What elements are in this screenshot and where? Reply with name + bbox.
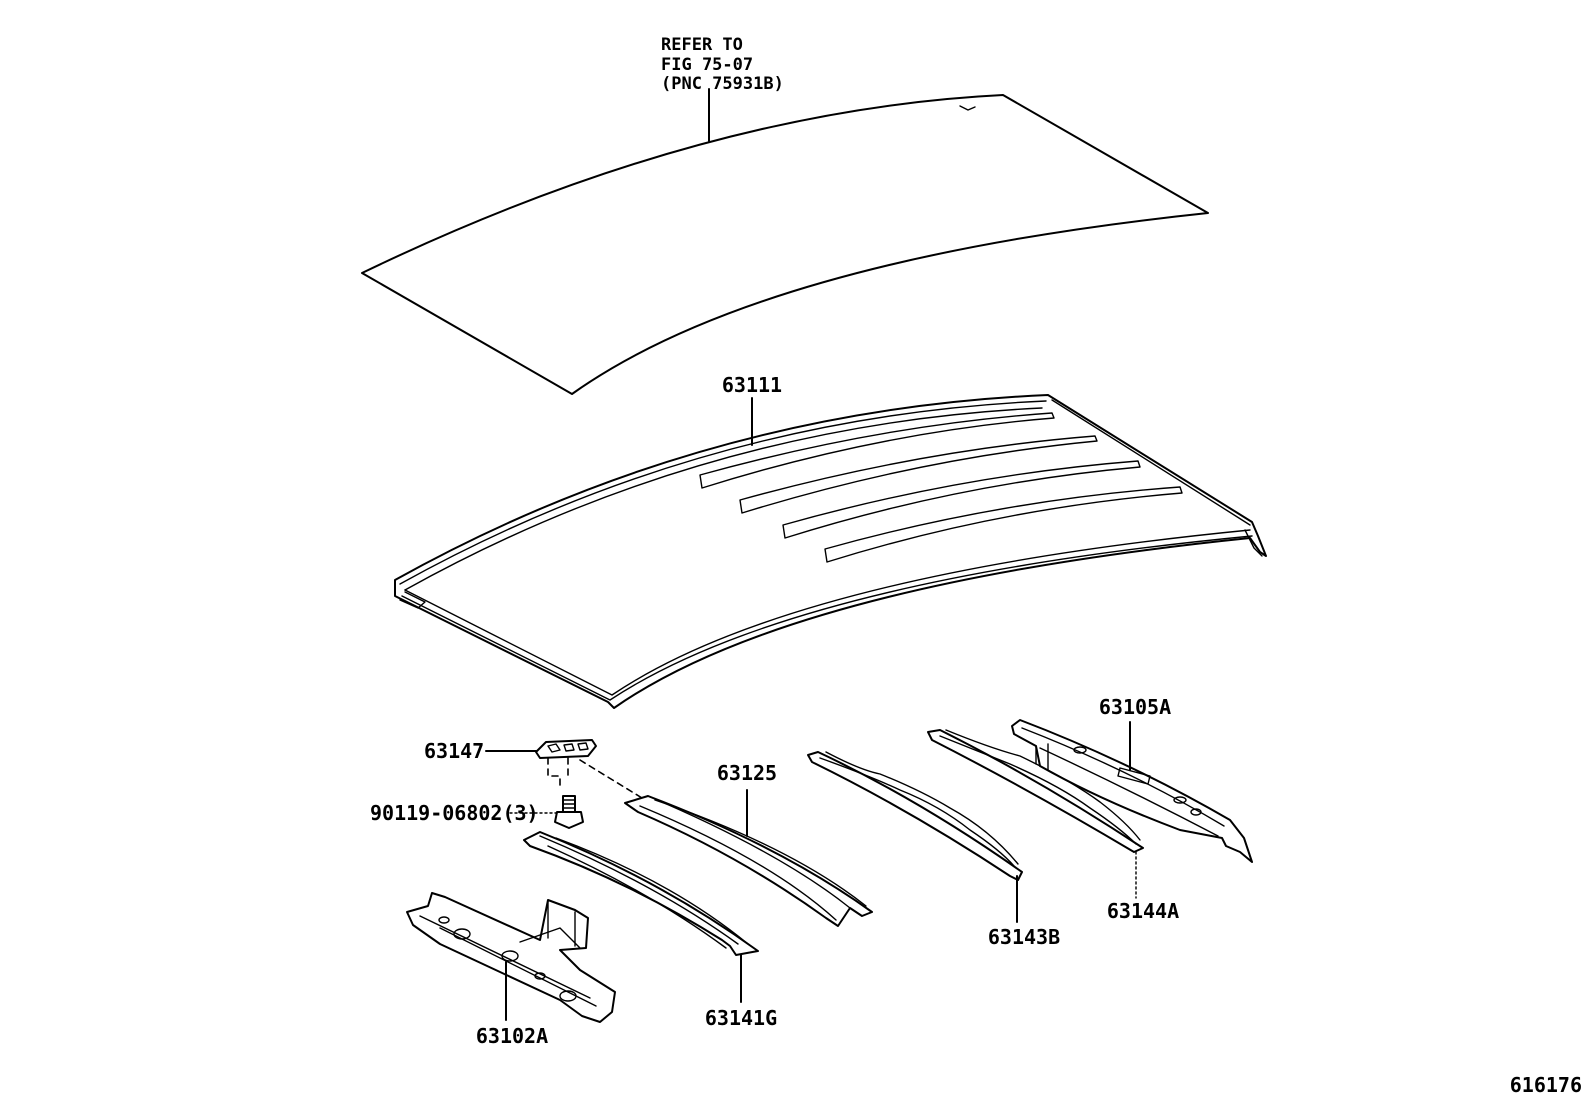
rear-roof-rail (1011, 719, 1253, 863)
bracket-alignment-line-3 (579, 759, 643, 799)
bolt-part (554, 795, 584, 829)
bracket-part (535, 739, 597, 759)
bow-63125-label: 63125 (717, 761, 777, 785)
reference-note-line2: FIG 75-07 (661, 55, 753, 75)
roof-bow-63125 (624, 795, 873, 927)
rear-rail-label: 63105A (1099, 695, 1171, 719)
roof-panel-label: 63111 (722, 373, 782, 397)
bracket-label: 63147 (424, 739, 484, 763)
bracket-alignment-line-1 (547, 757, 561, 791)
reference-note: REFER TO FIG 75-07 (PNC 75931B) (661, 35, 784, 94)
figure-number: 616176 (1510, 1073, 1582, 1097)
reinforcement-63141g (523, 831, 759, 956)
bow-63144a-label: 63144A (1107, 899, 1179, 923)
bow-63143b-label: 63143B (988, 925, 1060, 949)
reinforcement-63141g-label: 63141G (705, 1006, 777, 1030)
roof-panel (394, 394, 1267, 709)
front-roof-rail (406, 892, 616, 1023)
bolt-label: 90119-06802(3) (370, 801, 539, 825)
headliner-outline (361, 94, 1209, 395)
front-rail-label: 63102A (476, 1024, 548, 1048)
reference-note-line1: REFER TO (661, 35, 743, 55)
reference-note-line3: (PNC 75931B) (661, 74, 784, 94)
